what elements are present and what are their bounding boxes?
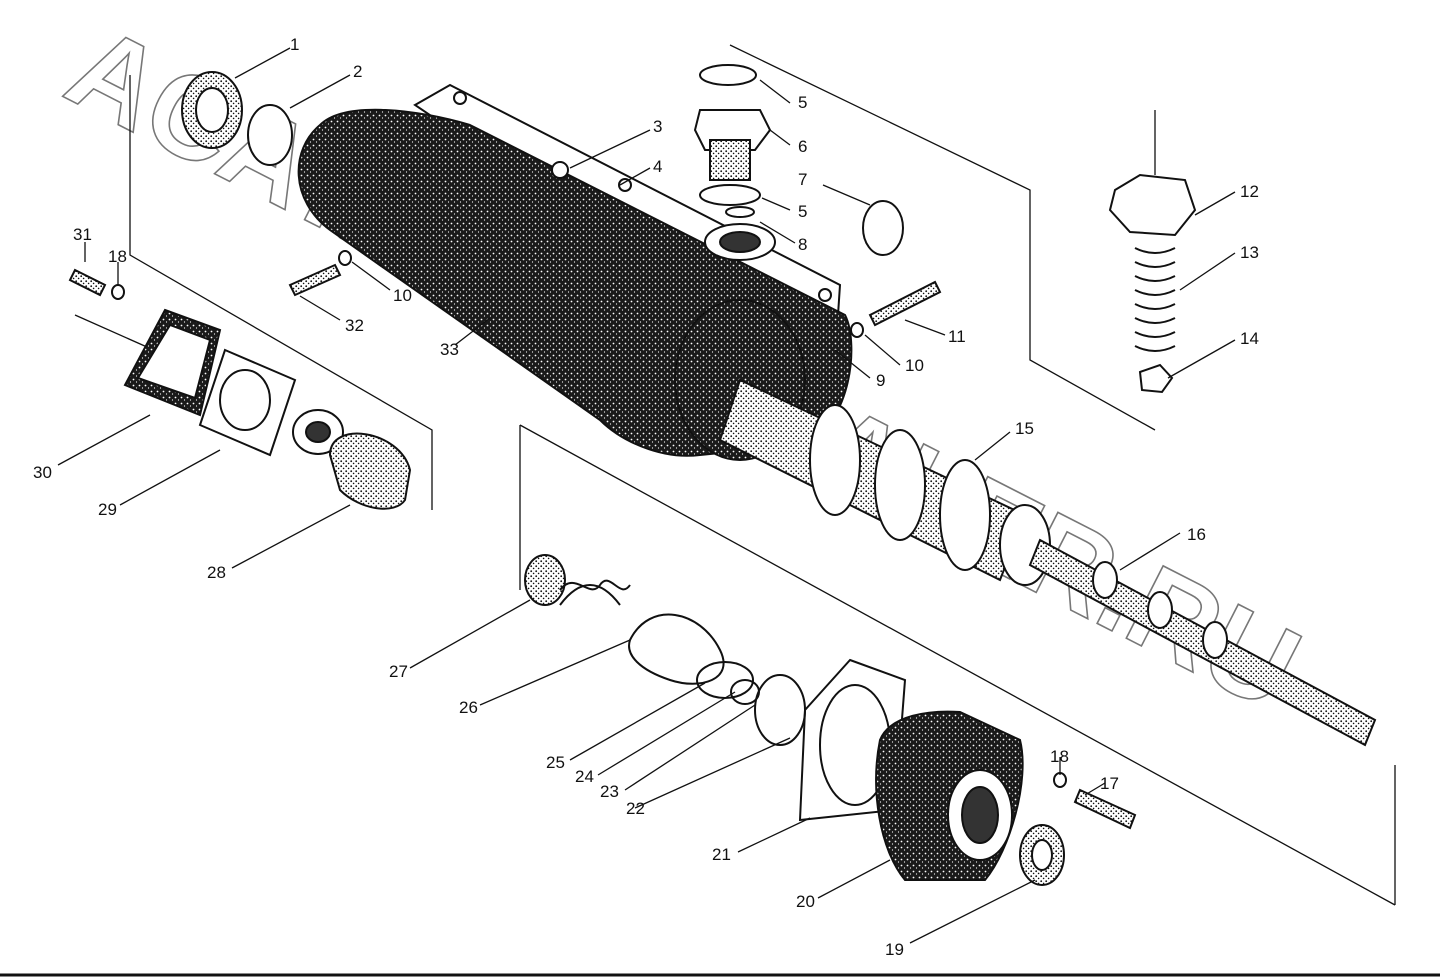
end-flange — [798, 658, 1065, 886]
callout-33: 33 — [440, 340, 459, 359]
callout-27: 27 — [389, 662, 408, 681]
callout-25: 25 — [546, 753, 565, 772]
callout-16: 16 — [1187, 525, 1206, 544]
cover-gasket-fitting — [123, 308, 412, 510]
piston-shaft — [718, 378, 1377, 747]
callout-12: 12 — [1240, 182, 1259, 201]
callout-9: 9 — [876, 371, 885, 390]
callout-2: 2 — [353, 62, 362, 81]
callout-21: 21 — [712, 845, 731, 864]
callout-labels: 1 2 3 4 5 6 7 5 8 9 10 10 11 12 13 14 15… — [33, 35, 1259, 959]
nut-and-washer — [181, 71, 293, 166]
union-fitting — [693, 64, 772, 218]
callout-10b: 10 — [905, 356, 924, 375]
callout-8: 8 — [798, 235, 807, 254]
callout-28: 28 — [207, 563, 226, 582]
plug-spring-assembly — [1108, 173, 1197, 394]
o-ring — [862, 200, 904, 256]
callout-5a: 5 — [798, 93, 807, 112]
assembly-guide-lines — [74, 44, 1396, 906]
spring-pack — [524, 554, 806, 746]
callout-14: 14 — [1240, 329, 1259, 348]
callout-19: 19 — [885, 940, 904, 959]
callout-11: 11 — [948, 327, 966, 346]
callout-18b: 18 — [1050, 747, 1069, 766]
callout-6: 6 — [798, 137, 807, 156]
callout-24: 24 — [575, 767, 594, 786]
callout-17: 17 — [1100, 774, 1119, 793]
callout-7: 7 — [798, 170, 807, 189]
callout-22: 22 — [626, 799, 645, 818]
callout-20: 20 — [796, 892, 815, 911]
callout-5b: 5 — [798, 202, 807, 221]
callout-1: 1 — [290, 35, 299, 54]
callout-31: 31 — [73, 225, 92, 244]
leader-lines — [57, 47, 1236, 944]
callout-10a: 10 — [393, 286, 412, 305]
callout-18a: 18 — [108, 247, 127, 266]
callout-26: 26 — [459, 698, 478, 717]
callout-30: 30 — [33, 463, 52, 482]
callout-3: 3 — [653, 117, 662, 136]
callout-32: 32 — [345, 316, 364, 335]
callout-23: 23 — [600, 782, 619, 801]
callout-4: 4 — [653, 157, 662, 176]
callout-13: 13 — [1240, 243, 1259, 262]
callout-29: 29 — [98, 500, 117, 519]
bolts — [68, 250, 1137, 830]
callout-15: 15 — [1015, 419, 1034, 438]
